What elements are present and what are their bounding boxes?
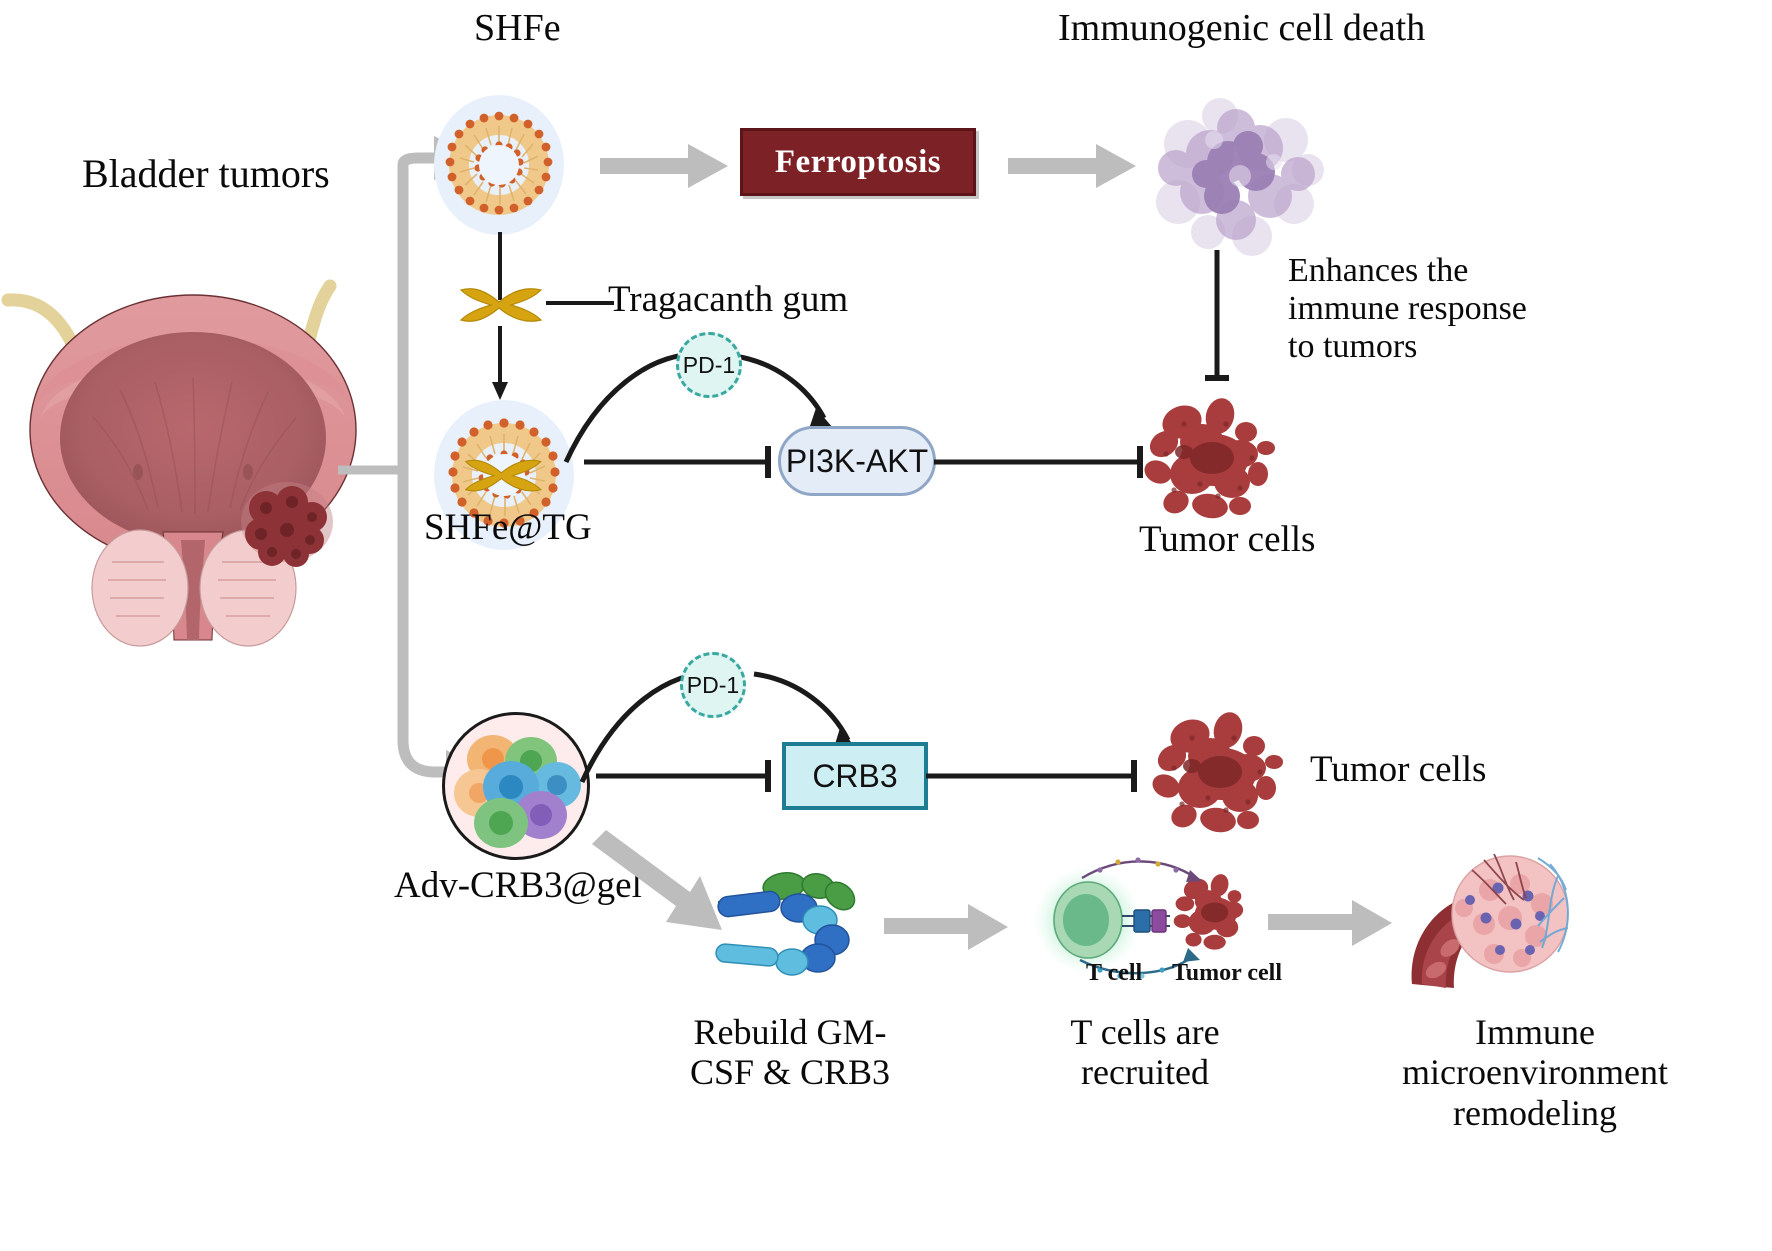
arrow-shfe-down-to-gum xyxy=(488,232,512,304)
inhibition-gel-to-crb3 xyxy=(596,754,786,798)
label-tumor-cells-bottom: Tumor cells xyxy=(1310,749,1487,790)
crb3-node[interactable]: CRB3 xyxy=(782,742,928,810)
label-shfe-tg: SHFe@TG xyxy=(424,507,592,548)
enhances-immune-text: Enhances the immune response to tumors xyxy=(1288,252,1527,366)
label-t-cells-recruited: T cells are recruited xyxy=(1010,1012,1280,1093)
pd1-badge-bottom[interactable]: PD-1 xyxy=(680,652,746,718)
immune-microenvironment-icon xyxy=(1398,842,1588,1002)
immunogenic-cell-death-cluster xyxy=(1148,96,1324,256)
t-cells-recruited-text: T cells are recruited xyxy=(1070,1012,1220,1093)
label-immune-remodeling: Immune microenvironment remodeling xyxy=(1370,1012,1700,1133)
tragacanth-gum-icon xyxy=(455,282,547,328)
pd1-label-top: PD-1 xyxy=(682,351,736,378)
rebuild-gm-csf-text: Rebuild GM- CSF & CRB3 xyxy=(689,1012,891,1093)
label-bladder-tumors: Bladder tumors xyxy=(82,151,330,196)
tumor-cells-top-cluster xyxy=(1140,398,1290,528)
tumor-cells-bottom-cluster xyxy=(1148,712,1298,842)
tcell-tumorcell-scene xyxy=(1030,848,1260,988)
arrow-gel-to-protein xyxy=(592,824,742,944)
arrow-gum-to-shfetg xyxy=(488,326,512,402)
bladder-tumor-mass xyxy=(241,482,333,567)
liposome-shfe-tg xyxy=(434,400,574,550)
label-rebuild-gm-csf: Rebuild GM- CSF & CRB3 xyxy=(660,1012,920,1093)
arrow-tcells-to-remodeling xyxy=(1268,898,1394,948)
arrow-shfe-to-ferroptosis xyxy=(600,140,730,192)
adv-crb3-gel-circle xyxy=(442,712,590,860)
pi3k-akt-node[interactable]: PI3K-AKT xyxy=(778,426,936,496)
protein-ribbon-icon xyxy=(700,862,870,982)
label-t-cell: T cell xyxy=(1086,960,1143,986)
immune-remodeling-text: Immune microenvironment remodeling xyxy=(1402,1012,1668,1133)
ferroptosis-label: Ferroptosis xyxy=(774,143,942,180)
inhibition-icd-to-tumor xyxy=(1205,250,1229,390)
arrow-protein-to-tcells xyxy=(884,902,1010,952)
connector-gum-label xyxy=(546,298,616,308)
inhibition-crb3-to-tumor xyxy=(926,754,1156,798)
pd1-badge-top[interactable]: PD-1 xyxy=(676,332,742,398)
label-tragacanth-gum: Tragacanth gum xyxy=(608,279,849,320)
pd1-label-bottom: PD-1 xyxy=(686,671,740,698)
bladder-illustration xyxy=(0,240,400,647)
label-shfe: SHFe xyxy=(474,7,561,49)
label-enhances-immune-response: Enhances the immune response to tumors xyxy=(1288,252,1598,366)
inhibition-shfetg-to-pi3k xyxy=(584,440,784,484)
label-tumor-cell: Tumor cell xyxy=(1172,960,1283,986)
arrow-ferroptosis-to-icd xyxy=(1008,140,1138,192)
crb3-label: CRB3 xyxy=(812,757,898,794)
ferroptosis-box[interactable]: Ferroptosis xyxy=(740,128,976,196)
label-immunogenic-cell-death: Immunogenic cell death xyxy=(1058,7,1426,49)
label-adv-crb3-gel: Adv-CRB3@gel xyxy=(394,865,642,906)
inhibition-pi3k-to-tumor xyxy=(934,440,1160,484)
label-tumor-cells-top: Tumor cells xyxy=(1139,519,1316,560)
liposome-shfe xyxy=(434,95,564,235)
pi3k-akt-label: PI3K-AKT xyxy=(785,442,929,479)
